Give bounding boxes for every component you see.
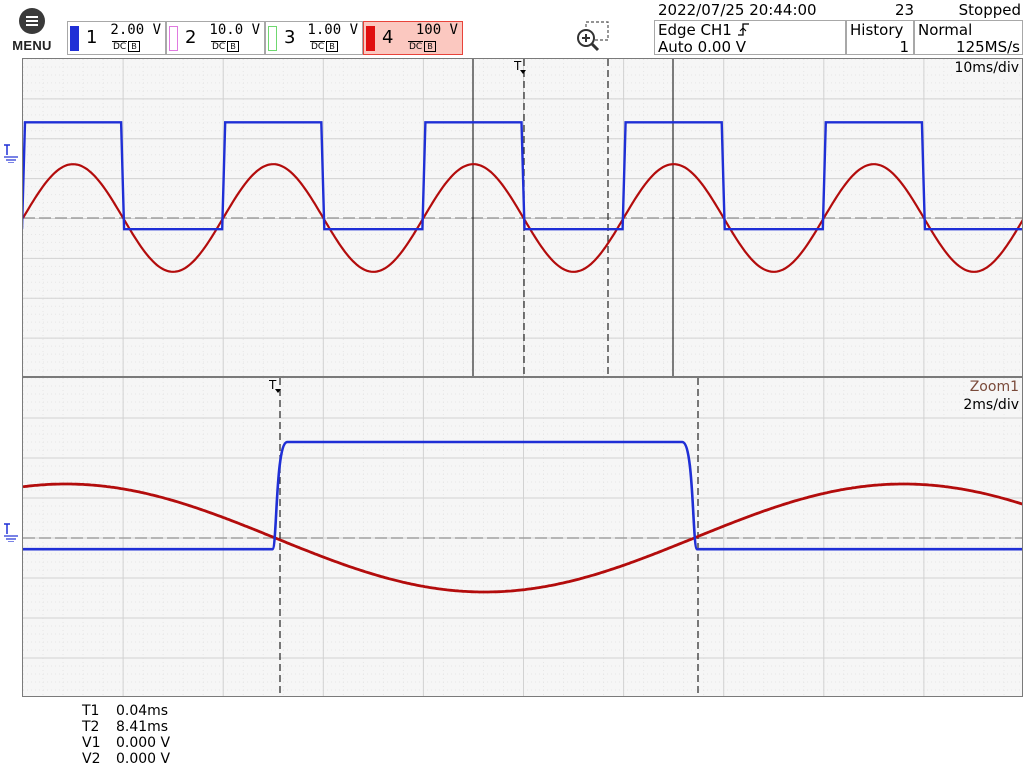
channel-2-button[interactable]: 2 10.0 V DC B: [166, 21, 265, 55]
cursor-v1-value: 0.000 V: [116, 735, 171, 751]
dc-coupling-icon: DC: [310, 41, 326, 52]
cursor-v1-label: V1: [82, 735, 101, 751]
datetime-display: 2022/07/25 20:44:00: [658, 1, 817, 19]
run-state-status: Stopped: [958, 1, 1021, 19]
channel-3-button[interactable]: 3 1.00 V DC B: [265, 21, 363, 55]
zoom-ch1-trace: [23, 440, 1022, 551]
trigger-source: Edge CH1: [658, 21, 732, 39]
channel-4-color-swatch: [366, 26, 375, 51]
dc-coupling-icon: DC: [408, 41, 424, 52]
cursor-t2-label: T2: [82, 719, 100, 735]
sample-rate: 125MS/s: [956, 38, 1020, 56]
acquisition-count: 23: [895, 1, 915, 19]
cursor-t2-row: T2 8.41ms: [82, 719, 170, 735]
channel-4-scale: 100 V: [415, 22, 458, 38]
main-waveform-area[interactable]: 10ms/div T: [22, 58, 1023, 377]
channel-2-scale: 10.0 V: [209, 22, 260, 38]
main-waveform-plot: [23, 59, 1022, 377]
cursor-t2-value: 8.41ms: [116, 719, 169, 735]
acquisition-box[interactable]: Normal 125MS/s: [914, 20, 1023, 56]
zoom-waveform-plot: [23, 378, 1022, 696]
channel-1-color-swatch: [70, 26, 79, 51]
zoom-in-icon[interactable]: [574, 20, 612, 54]
menu-button[interactable]: MENU: [8, 8, 56, 54]
cursor-readout: T1 0.04ms T2 8.41ms V1 0.000 V V2 0.000 V: [82, 703, 170, 767]
menu-label: MENU: [12, 38, 52, 53]
bandwidth-limit-icon: B: [227, 41, 239, 52]
trigger-settings-box[interactable]: Edge CH1 Auto 0.00 V: [654, 20, 846, 56]
ch1-zoom-ground-marker-icon[interactable]: [4, 522, 20, 543]
history-value: 1: [899, 38, 909, 56]
channel-4-button[interactable]: 4 100 V DC B: [363, 21, 463, 55]
channel-3-number: 3: [284, 27, 296, 48]
channel-1-number: 1: [86, 27, 98, 48]
channel-2-color-swatch: [169, 26, 178, 51]
ch1-ground-marker-icon[interactable]: [4, 143, 20, 164]
channel-4-number: 4: [382, 27, 394, 48]
hamburger-menu-icon: [19, 8, 45, 34]
channel-2-number: 2: [185, 27, 197, 48]
cursor-t1-value: 0.04ms: [116, 703, 169, 719]
zoom-timebase: 2ms/div: [963, 397, 1019, 413]
channel-1-button[interactable]: 1 2.00 V DC B: [67, 21, 166, 55]
main-trigger-marker-label: T: [514, 59, 522, 73]
channel-1-scale: 2.00 V: [110, 22, 161, 38]
cursor-v2-label: V2: [82, 751, 101, 767]
channel-3-color-swatch: [268, 26, 277, 51]
acquisition-mode: Normal: [918, 21, 973, 39]
dc-coupling-icon: DC: [211, 41, 227, 52]
cursor-v1-row: V1 0.000 V: [82, 735, 170, 751]
zoom-trigger-marker-label: T: [269, 378, 277, 392]
zoom-ch4-trace: [23, 482, 1022, 594]
main-timebase: 10ms/div: [954, 60, 1019, 76]
main-ch1-trace: [23, 121, 1022, 231]
dc-coupling-icon: DC: [112, 41, 128, 52]
rising-edge-icon: [737, 22, 751, 41]
channel-3-scale: 1.00 V: [307, 22, 358, 38]
cursor-t1-row: T1 0.04ms: [82, 703, 170, 719]
cursor-v2-value: 0.000 V: [116, 751, 171, 767]
bandwidth-limit-icon: B: [128, 41, 140, 52]
cursor-v2-row: V2 0.000 V: [82, 751, 170, 767]
zoom-window-box[interactable]: [472, 59, 674, 377]
bandwidth-limit-icon: B: [424, 41, 436, 52]
trigger-mode-level: Auto 0.00 V: [658, 38, 747, 56]
history-box[interactable]: History 1: [846, 20, 914, 56]
zoom-title: Zoom1: [969, 379, 1019, 395]
cursor-t1-label: T1: [82, 703, 100, 719]
bandwidth-limit-icon: B: [326, 41, 338, 52]
zoom-waveform-area[interactable]: Zoom1 2ms/div T: [22, 377, 1023, 697]
history-label: History: [850, 21, 904, 39]
